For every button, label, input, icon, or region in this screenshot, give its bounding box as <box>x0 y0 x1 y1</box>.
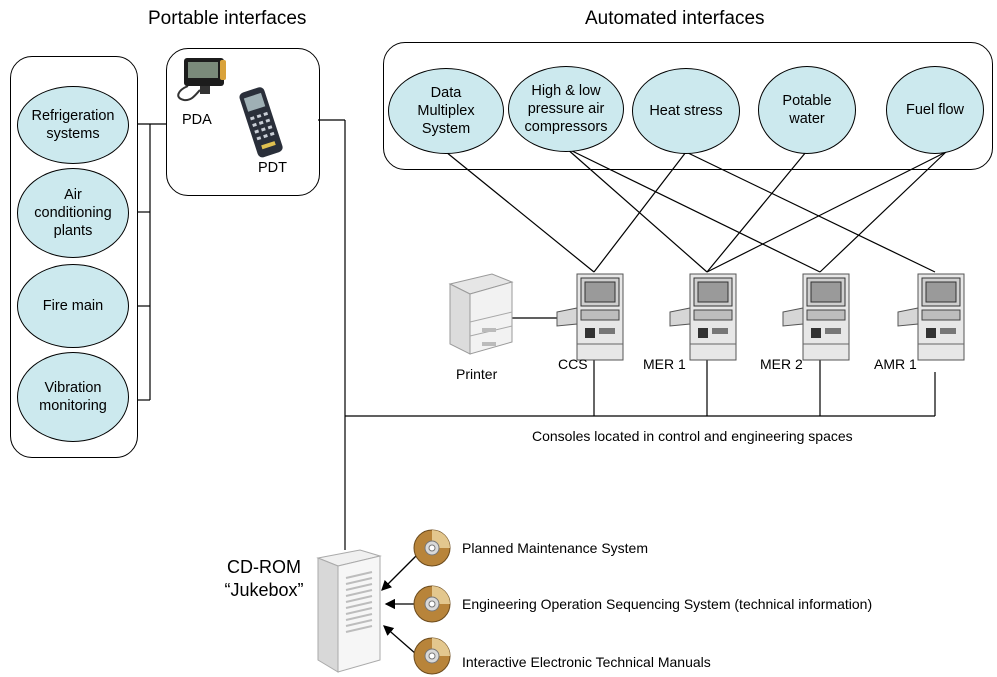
portable-interfaces-title: Portable interfaces <box>148 8 307 29</box>
vibration-monitoring-node: Vibration monitoring <box>17 352 129 442</box>
refrigeration-systems-node: Refrigeration systems <box>17 86 129 164</box>
pda-label: PDA <box>182 112 212 128</box>
portable-devices-panel <box>166 48 320 196</box>
heat-stress-node: Heat stress <box>632 68 740 154</box>
air-conditioning-plants-node: Air conditioning plants <box>17 168 129 258</box>
document-eoss: Engineering Operation Sequencing System … <box>462 596 873 612</box>
console-label-ccs: CCS <box>558 356 588 372</box>
document-planned-maintenance: Planned Maintenance System <box>462 540 648 556</box>
jukebox-label: CD-ROM “Jukebox” <box>224 557 304 601</box>
automated-systems-panel <box>383 42 993 170</box>
console-icon-amr1 <box>897 273 965 361</box>
air-compressors-node: High & low pressure air compressors <box>508 66 624 152</box>
cd-disc-icon-3 <box>413 637 451 675</box>
potable-water-node: Potable water <box>758 66 856 154</box>
console-label-mer1: MER 1 <box>643 356 686 372</box>
console-icon-mer2 <box>782 273 850 361</box>
document-ietm: Interactive Electronic Technical Manuals <box>462 654 711 670</box>
fuel-flow-node: Fuel flow <box>886 66 984 154</box>
jukebox-server-icon <box>316 549 382 673</box>
portable-systems-panel <box>10 56 138 458</box>
automated-interfaces-title: Automated interfaces <box>585 8 765 29</box>
cd-disc-icon-1 <box>413 529 451 567</box>
pdt-icon <box>239 87 283 158</box>
console-label-mer2: MER 2 <box>760 356 803 372</box>
printer-label: Printer <box>456 366 498 382</box>
printer-icon <box>448 273 514 355</box>
console-icon-mer1 <box>669 273 737 361</box>
network-caption: Consoles located in control and engineer… <box>532 428 853 444</box>
console-icon-ccs <box>556 273 624 361</box>
pda-icon <box>177 58 226 102</box>
data-multiplex-system-node: Data Multiplex System <box>388 68 504 154</box>
pdt-label: PDT <box>258 160 287 176</box>
console-label-amr1: AMR 1 <box>874 356 917 372</box>
fire-main-node: Fire main <box>17 264 129 348</box>
cd-disc-icon-2 <box>413 585 451 623</box>
